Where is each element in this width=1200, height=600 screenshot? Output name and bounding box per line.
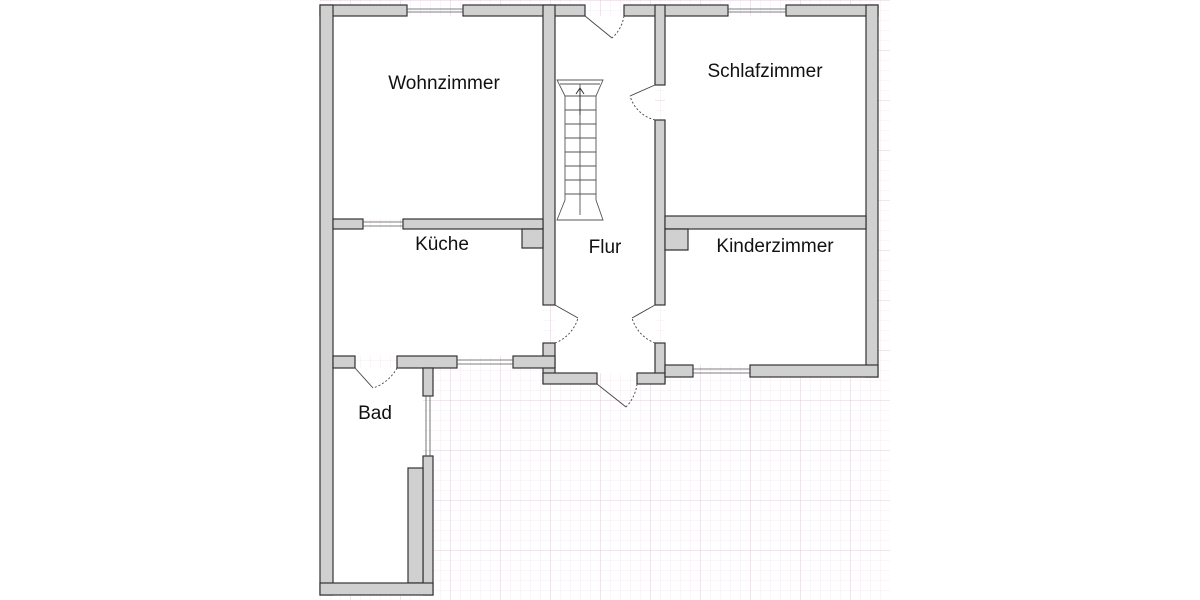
walls: [319, 4, 879, 596]
arrow-up-icon: [575, 87, 585, 115]
room-label-wohnzimmer: Wohnzimmer: [388, 73, 500, 94]
room-label-flur: Flur: [589, 237, 622, 258]
room-label-kinderzimmer: Kinderzimmer: [716, 236, 834, 257]
room-label-kueche: Küche: [415, 234, 469, 255]
window-icon: [363, 8, 786, 456]
room-fills: [333, 16, 866, 583]
room-label-bad: Bad: [358, 403, 392, 424]
room-label-schlafzimmer: Schlafzimmer: [707, 61, 823, 82]
staircase: [556, 79, 604, 221]
door-arc-icon: [354, 15, 656, 408]
